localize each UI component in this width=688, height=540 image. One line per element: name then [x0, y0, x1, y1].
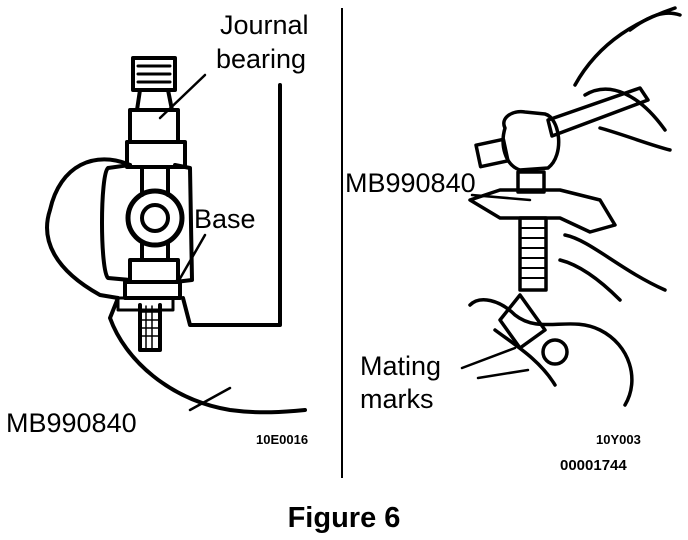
- label-tool-right: MB990840: [345, 168, 476, 198]
- label-journal-bearing-line2: bearing: [216, 44, 306, 74]
- code-left: 10E0016: [256, 432, 308, 447]
- label-mating-marks-line1: Mating: [360, 351, 441, 381]
- label-journal-bearing-line1: Journal: [220, 10, 309, 40]
- right-illustration: [460, 6, 682, 407]
- doc-number: 00001744: [560, 457, 627, 474]
- figure-caption: Figure 6: [288, 502, 401, 534]
- label-mating-marks: Mating marks: [360, 351, 441, 414]
- code-right: 10Y003: [596, 432, 641, 447]
- label-mating-marks-line2: marks: [360, 384, 434, 414]
- left-illustration: [45, 56, 307, 415]
- label-base: Base: [194, 204, 256, 234]
- label-tool-left: MB990840: [6, 408, 137, 438]
- label-journal-bearing: Journal bearing: [216, 10, 309, 74]
